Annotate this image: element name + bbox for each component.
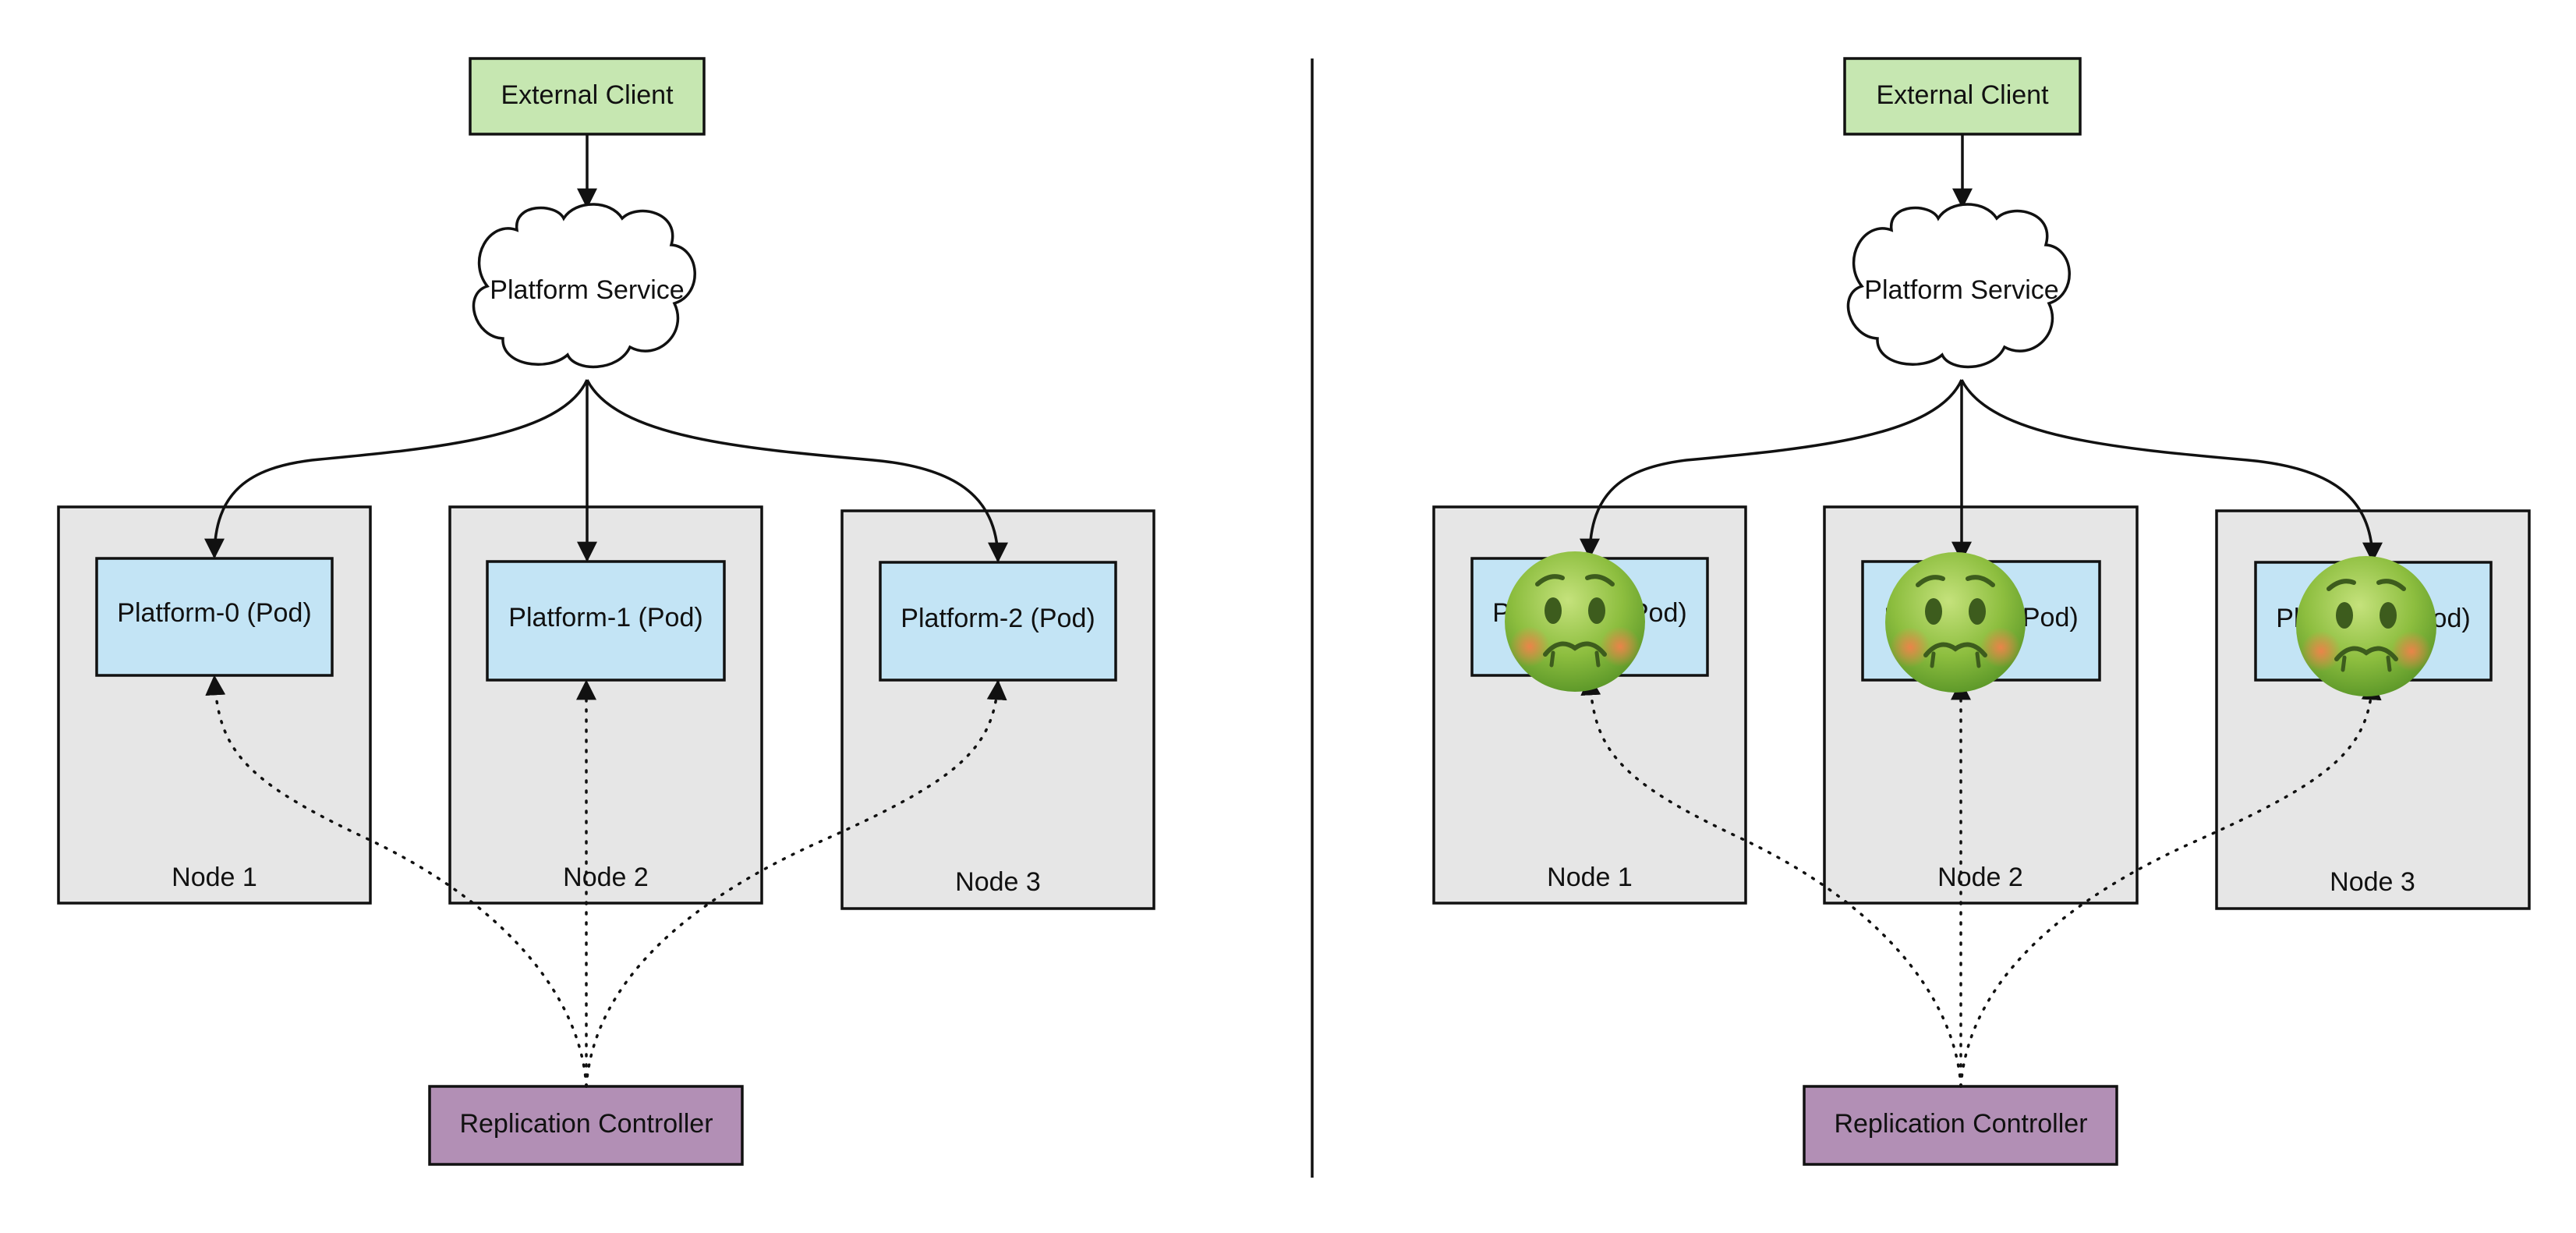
node-label: Node 3 xyxy=(955,867,1041,897)
replication-controller-label: Replication Controller xyxy=(1834,1109,2087,1139)
replication-controller: Replication Controller xyxy=(428,1085,744,1166)
node-label: Node 2 xyxy=(1937,863,2023,892)
arrow-service-to-pod-0 xyxy=(1580,379,1963,559)
external-client: External Client xyxy=(469,57,706,136)
node-label: Node 1 xyxy=(1547,863,1633,892)
external-client: External Client xyxy=(1843,57,2082,136)
pod-platform-2: Platform-2 (Pod) xyxy=(879,561,1117,682)
dotted-arrow-controller-to-pod-2 xyxy=(585,679,1007,1088)
nauseated-face-icon xyxy=(1885,552,2026,693)
platform-service-cloud: Platform Service xyxy=(472,203,696,369)
panel-healthy: External Client Platform Service Node 1 … xyxy=(57,57,1155,1166)
panel-sick: External Client Platform Service Node 1 … xyxy=(1432,57,2531,1166)
pod-label: Platform-2 (Pod) xyxy=(901,604,1095,633)
dotted-arrow-controller-to-pod-0 xyxy=(1580,675,1962,1088)
node-label: Node 3 xyxy=(2330,867,2415,897)
node-label: Node 2 xyxy=(563,863,649,892)
pod-platform-1: Platform-1 (Pod) xyxy=(486,560,726,682)
arrow-service-to-pod-2 xyxy=(586,379,1008,563)
replication-controller-label: Replication Controller xyxy=(459,1109,713,1139)
external-client-label: External Client xyxy=(1876,80,2049,110)
pod-platform-0: Platform-0 (Pod) xyxy=(95,557,334,677)
platform-service-label: Platform Service xyxy=(1864,275,2058,305)
nauseated-face-icon xyxy=(2296,556,2436,696)
pod-label: Platform-1 (Pod) xyxy=(508,603,702,632)
dotted-arrow-controller-to-pod-2 xyxy=(1959,679,2382,1088)
platform-service-label: Platform Service xyxy=(490,275,684,305)
pod-label: Platform-0 (Pod) xyxy=(117,598,311,628)
arrow-service-to-pod-2 xyxy=(1960,379,2383,563)
platform-service-cloud: Platform Service xyxy=(1846,203,2071,369)
replication-controller: Replication Controller xyxy=(1803,1085,2118,1166)
external-client-label: External Client xyxy=(501,80,674,110)
arrow-service-to-pod-0 xyxy=(204,379,589,559)
nauseated-face-icon xyxy=(1505,551,1645,692)
dotted-arrow-controller-to-pod-0 xyxy=(205,675,588,1088)
node-label: Node 1 xyxy=(172,863,257,892)
